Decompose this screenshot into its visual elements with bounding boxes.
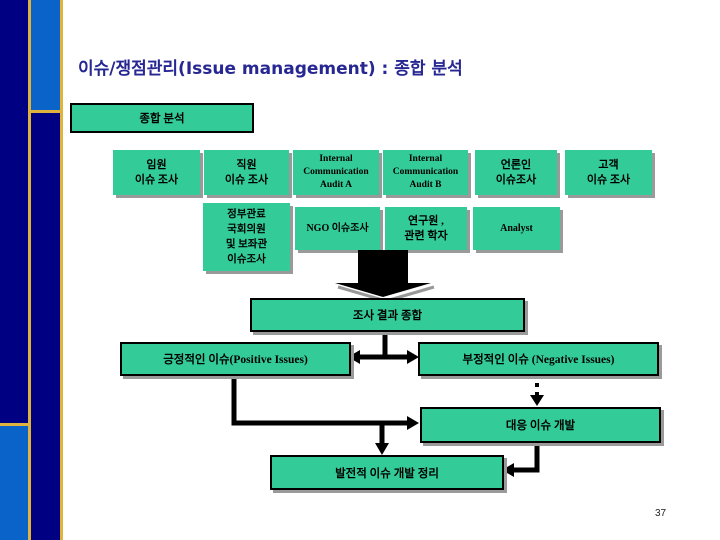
survey-box-researchers: 연구원 , 관련 학자 — [385, 207, 467, 250]
slide-title: 이슈/쟁점관리(Issue management) : 종합 분석 — [78, 59, 463, 79]
down-block-arrow-icon — [335, 250, 431, 297]
arrowhead-response-left-icon — [407, 416, 419, 430]
survey-box-executives: 임원 이슈 조사 — [113, 150, 200, 195]
connector-positive-path — [231, 372, 408, 426]
results-summary-box: 조사 결과 종합 — [250, 298, 525, 332]
sidebar-gold-stripe-left — [28, 0, 31, 540]
survey-box-government: 정부관료 국회의원 및 보좌관 이슈조사 — [203, 203, 290, 271]
sidebar-inner-bottom-bar — [31, 113, 60, 540]
survey-box-journalists: 언론인 이슈조사 — [475, 150, 557, 195]
sidebar-outer-bottom-bar — [0, 423, 28, 540]
sidebar-outer-top-bar — [0, 0, 28, 423]
survey-box-ngo: NGO 이슈조사 — [295, 207, 380, 250]
arrowhead-response-top-icon — [530, 395, 544, 406]
sidebar-inner-top-bar — [31, 0, 60, 110]
survey-box-employees: 직원 이슈 조사 — [204, 150, 289, 195]
sidebar-gold-divider — [31, 110, 60, 113]
page-number: 37 — [655, 508, 667, 519]
survey-box-internal-audit-a: Internal Communication Audit A — [293, 150, 379, 195]
connector-response-final — [513, 439, 540, 473]
positive-issues-box: 긍정적인 이슈(Positive Issues) — [120, 342, 351, 376]
arrowhead-final-top-icon — [375, 443, 389, 455]
sidebar-gold-stripe-right — [60, 0, 63, 540]
final-issue-box: 발전적 이슈 개발 정리 — [270, 455, 504, 490]
negative-issues-box: 부정적인 이슈 (Negative Issues) — [418, 342, 659, 376]
response-issue-box: 대응 이슈 개발 — [420, 407, 661, 443]
survey-box-analyst: Analyst — [473, 207, 560, 250]
survey-box-internal-audit-b: Internal Communication Audit B — [383, 150, 468, 195]
survey-box-customers: 고객 이슈 조사 — [565, 150, 652, 195]
summary-header-box: 종합 분석 — [70, 103, 254, 133]
